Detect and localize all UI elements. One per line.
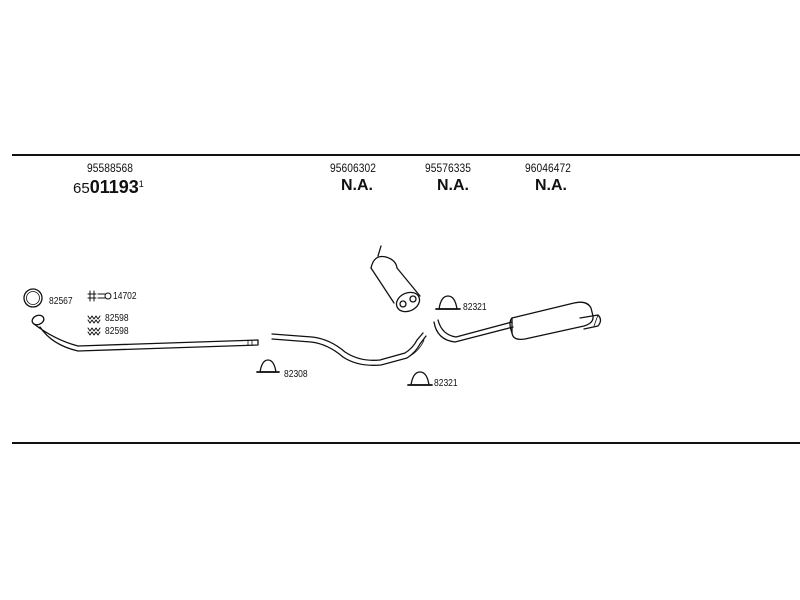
top-divider [12, 154, 800, 156]
clamp-icon [435, 295, 461, 310]
part-number-middle-silencer: 95576335 [425, 161, 472, 175]
bottom-divider [12, 442, 800, 444]
status-middle-pipe: N.A. [341, 177, 373, 194]
assembly-code: 65011931 [73, 177, 144, 198]
label-clamp-upper: 82321 [463, 302, 487, 313]
status-middle-silencer: N.A. [437, 177, 469, 194]
part-number-front-pipe: 95588568 [87, 161, 134, 175]
gasket-ring-icon [23, 288, 43, 308]
label-spring-1: 82598 [105, 313, 129, 324]
assembly-code-prefix: 65 [73, 180, 90, 197]
label-clamp-lower: 82321 [434, 378, 458, 389]
middle-silencer [370, 245, 421, 313]
label-clamp-mid: 82308 [284, 369, 308, 380]
part-number-middle-pipe: 95606302 [330, 161, 377, 175]
clamp-icon [256, 359, 280, 373]
label-bolt: 14702 [113, 291, 137, 302]
assembly-code-main: 01193 [89, 177, 139, 197]
label-gasket-ring: 82567 [49, 296, 73, 307]
middle-pipe [271, 332, 427, 366]
spring-icon [87, 315, 101, 324]
clamp-icon [407, 371, 433, 386]
spring-icon [87, 327, 101, 336]
status-rear-silencer: N.A. [535, 177, 567, 194]
rear-silencer [433, 301, 602, 343]
bolt-icon [87, 290, 112, 302]
front-pipe [31, 314, 259, 352]
part-number-rear-silencer: 96046472 [525, 161, 572, 175]
assembly-code-superscript: 1 [138, 179, 144, 189]
label-spring-2: 82598 [105, 326, 129, 337]
